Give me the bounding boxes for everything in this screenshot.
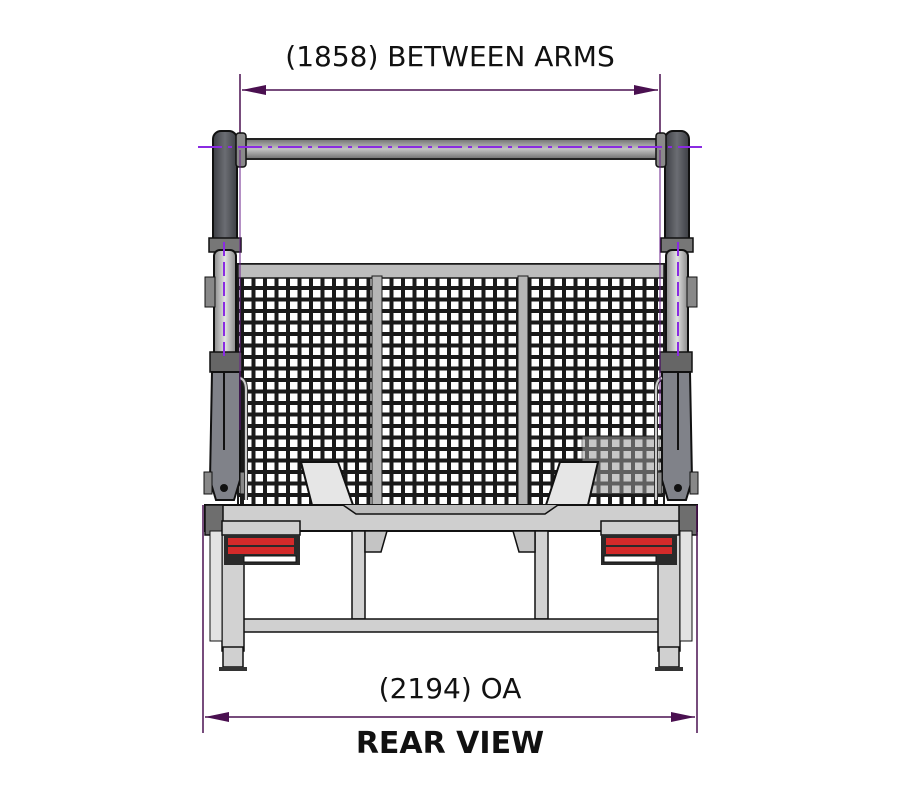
dimension-overall — [202, 505, 698, 733]
view-title: REAR VIEW — [355, 726, 545, 761]
mesh-panel — [237, 263, 665, 507]
cradle-pads — [299, 461, 600, 506]
centerlines — [198, 146, 702, 430]
dimension-overall-label: (2194) OA — [378, 672, 522, 705]
top-cross-tube — [239, 138, 663, 160]
right-tail-light — [600, 520, 680, 565]
dimension-between-arms — [239, 74, 661, 150]
right-arm — [654, 130, 699, 501]
left-tail-light — [221, 520, 301, 565]
dimension-between-arms-label: (1858) BETWEEN ARMS — [285, 40, 615, 73]
